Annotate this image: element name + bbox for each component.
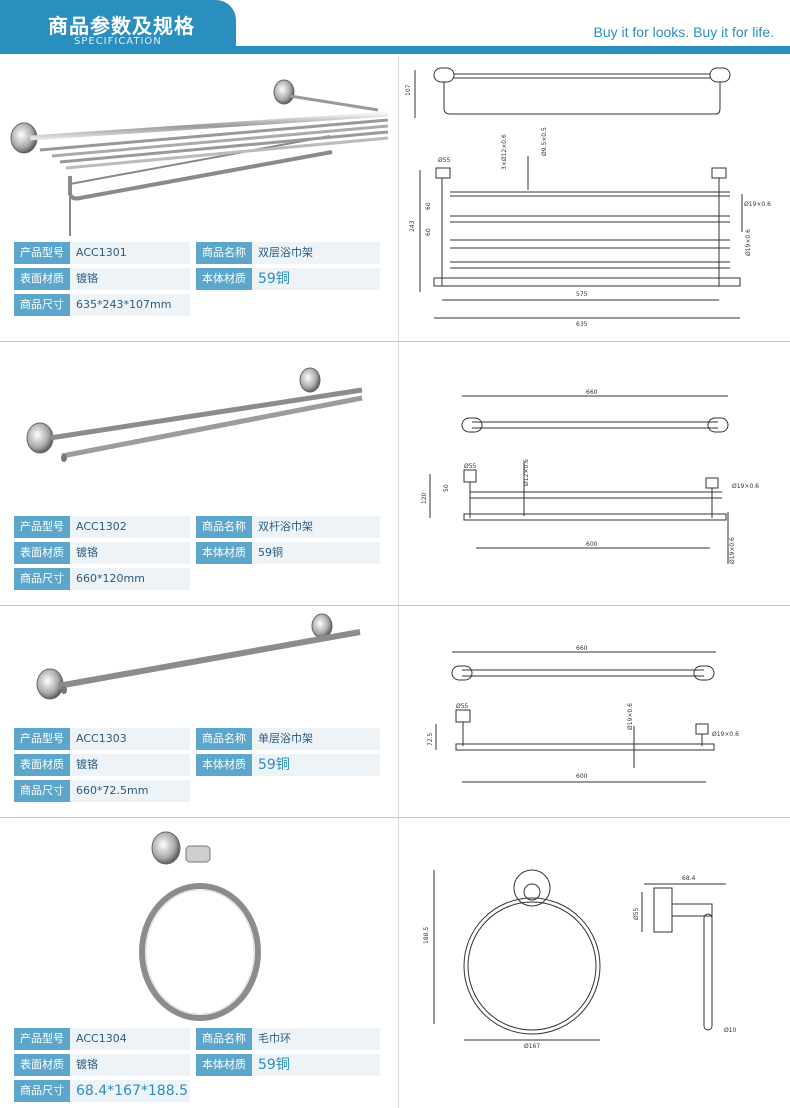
header-bar (0, 46, 790, 54)
svg-text:120: 120 (421, 492, 428, 504)
svg-text:Ø19×0.6: Ø19×0.6 (712, 731, 739, 738)
product-section-4: 188.5 Ø167 68.4 Ø55 Ø10 产品型号 ACC1304 商品名… (0, 818, 790, 1108)
svg-text:Ø19×0.6: Ø19×0.6 (627, 703, 634, 730)
svg-text:60: 60 (425, 202, 432, 210)
svg-text:3×Ø12×0.6: 3×Ø12×0.6 (501, 134, 508, 170)
model-label: 产品型号 (14, 1028, 70, 1050)
svg-text:660: 660 (576, 645, 588, 652)
surface-label: 表面材质 (14, 542, 70, 564)
header-tab (0, 0, 236, 54)
model-value: ACC1301 (70, 242, 190, 264)
body-label: 本体材质 (196, 268, 252, 290)
svg-text:Ø55: Ø55 (438, 157, 451, 164)
size-value: 68.4*167*188.5 (70, 1080, 190, 1102)
name-value: 单层浴巾架 (252, 728, 380, 750)
svg-text:575: 575 (576, 291, 588, 298)
svg-text:Ø19×0.6: Ø19×0.6 (744, 201, 771, 208)
product-photo (36, 613, 361, 700)
svg-text:660: 660 (586, 389, 598, 396)
svg-text:635: 635 (576, 321, 588, 328)
surface-label: 表面材质 (14, 1054, 70, 1076)
page-subtitle: SPECIFICATION (74, 36, 162, 47)
svg-text:600: 600 (576, 773, 588, 780)
svg-text:Ø9.5×0.5: Ø9.5×0.5 (541, 127, 548, 156)
technical-drawing: 660 Ø55 Ø12×0.6 50 120 Ø19×0.6 600 Ø19×0… (421, 389, 759, 564)
surface-label: 表面材质 (14, 268, 70, 290)
name-label: 商品名称 (196, 242, 252, 264)
svg-text:68.4: 68.4 (682, 875, 696, 882)
svg-text:107: 107 (405, 84, 412, 96)
product-section-3: 660 Ø55 Ø19×0.6 72.5 Ø19×0.6 600 产品型号 AC… (0, 606, 790, 818)
surface-value: 镀铬 (70, 1054, 190, 1076)
surface-value: 镀铬 (70, 754, 190, 776)
svg-text:600: 600 (586, 541, 598, 548)
model-label: 产品型号 (14, 516, 70, 538)
model-value: ACC1302 (70, 516, 190, 538)
surface-label: 表面材质 (14, 754, 70, 776)
technical-drawing: 107 Ø55 3×Ø12×0.6 Ø9.5×0.5 60 60 243 Ø19… (405, 67, 771, 328)
body-label: 本体材质 (196, 1054, 252, 1076)
svg-text:188.5: 188.5 (423, 927, 430, 944)
size-label: 商品尺寸 (14, 568, 70, 590)
body-label: 本体材质 (196, 542, 252, 564)
product-section-2: 660 Ø55 Ø12×0.6 50 120 Ø19×0.6 600 Ø19×0… (0, 342, 790, 606)
model-value: ACC1303 (70, 728, 190, 750)
name-value: 双杆浴巾架 (252, 516, 380, 538)
body-value: 59铜 (252, 542, 380, 564)
header: 商品参数及规格 SPECIFICATION Buy it for looks. … (0, 0, 790, 56)
size-value: 660*120mm (70, 568, 190, 590)
svg-text:60: 60 (425, 228, 432, 236)
svg-text:Ø55: Ø55 (464, 463, 477, 470)
name-label: 商品名称 (196, 728, 252, 750)
size-value: 660*72.5mm (70, 780, 190, 802)
technical-drawing: 660 Ø55 Ø19×0.6 72.5 Ø19×0.6 600 (427, 645, 739, 783)
product-photo (139, 831, 261, 1021)
tagline: Buy it for looks. Buy it for life. (593, 24, 774, 40)
product-photo (26, 367, 363, 462)
svg-text:50: 50 (443, 484, 450, 492)
page-title: 商品参数及规格 (48, 14, 195, 38)
body-value: 59铜 (252, 754, 380, 776)
surface-value: 镀铬 (70, 268, 190, 290)
body-value: 59铜 (252, 1054, 380, 1076)
name-label: 商品名称 (196, 516, 252, 538)
svg-text:Ø19×0.6: Ø19×0.6 (729, 537, 736, 564)
svg-text:Ø19×0.6: Ø19×0.6 (745, 229, 752, 256)
body-value: 59铜 (252, 268, 380, 290)
svg-text:Ø167: Ø167 (524, 1043, 540, 1050)
name-value: 毛巾环 (252, 1028, 380, 1050)
product-photo (10, 79, 389, 236)
technical-drawing: 188.5 Ø167 68.4 Ø55 Ø10 (423, 869, 737, 1050)
size-value: 635*243*107mm (70, 294, 190, 316)
svg-text:72.5: 72.5 (427, 732, 434, 746)
model-value: ACC1304 (70, 1028, 190, 1050)
svg-text:Ø19×0.6: Ø19×0.6 (732, 483, 759, 490)
svg-text:243: 243 (409, 220, 416, 232)
size-label: 商品尺寸 (14, 780, 70, 802)
body-label: 本体材质 (196, 754, 252, 776)
surface-value: 镀铬 (70, 542, 190, 564)
svg-text:Ø55: Ø55 (456, 703, 469, 710)
size-label: 商品尺寸 (14, 294, 70, 316)
name-value: 双层浴巾架 (252, 242, 380, 264)
model-label: 产品型号 (14, 728, 70, 750)
product-section-1: 107 Ø55 3×Ø12×0.6 Ø9.5×0.5 60 60 243 Ø19… (0, 56, 790, 342)
svg-text:Ø10: Ø10 (724, 1027, 737, 1034)
svg-text:Ø55: Ø55 (633, 907, 640, 920)
size-label: 商品尺寸 (14, 1080, 70, 1102)
model-label: 产品型号 (14, 242, 70, 264)
name-label: 商品名称 (196, 1028, 252, 1050)
svg-text:Ø12×0.6: Ø12×0.6 (523, 459, 530, 486)
